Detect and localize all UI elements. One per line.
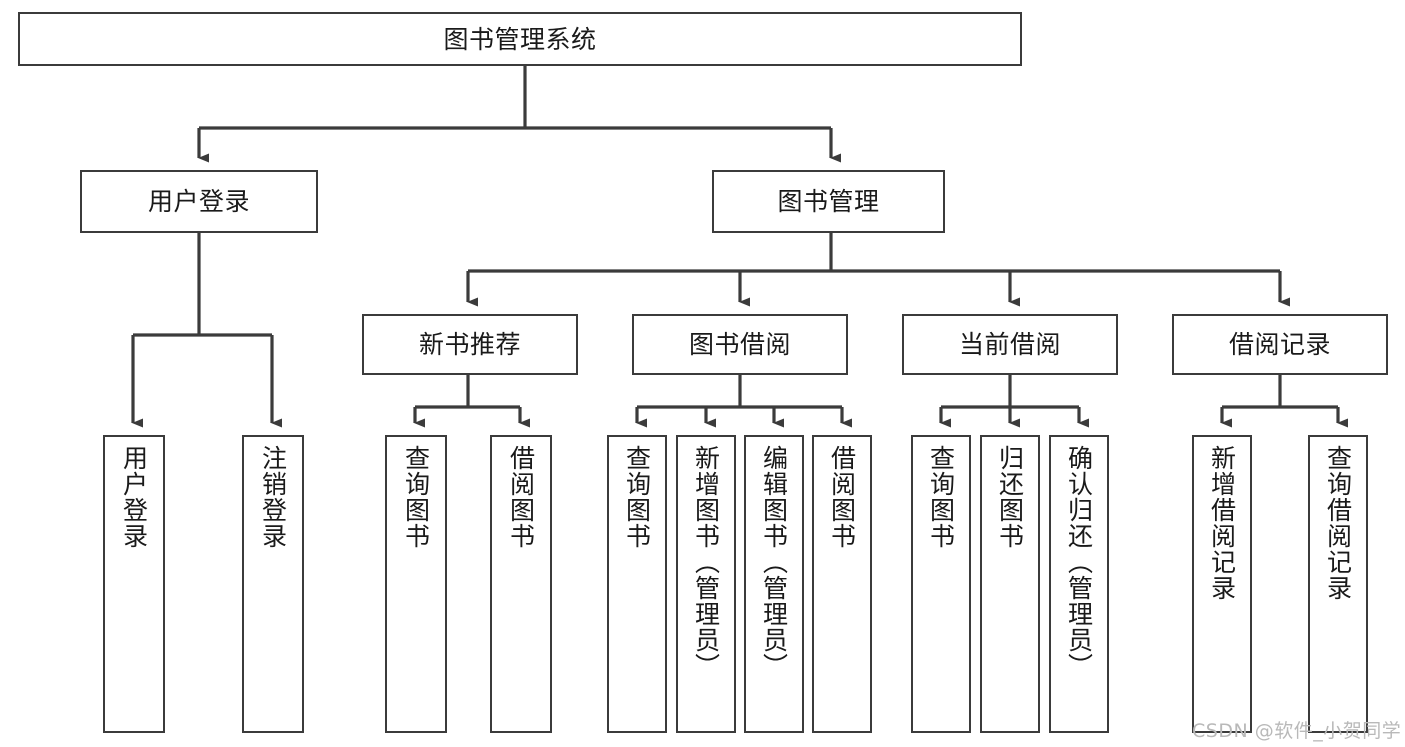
node-leaf-query-book-1-label: 查询图书 bbox=[401, 445, 431, 549]
node-book-manage[interactable]: 图书管理 bbox=[712, 170, 945, 233]
node-leaf-query-book-1[interactable]: 查询图书 bbox=[385, 435, 447, 733]
node-leaf-add-record[interactable]: 新增借阅记录 bbox=[1192, 435, 1252, 733]
node-leaf-borrow-book-1[interactable]: 借阅图书 bbox=[490, 435, 552, 733]
node-borrow-record-label: 借阅记录 bbox=[1228, 330, 1331, 359]
node-root-label: 图书管理系统 bbox=[443, 24, 597, 54]
node-leaf-logout[interactable]: 注销登录 bbox=[242, 435, 304, 733]
node-user-login[interactable]: 用户登录 bbox=[80, 170, 318, 233]
node-book-manage-label: 图书管理 bbox=[777, 187, 880, 216]
node-leaf-query-book-3-label: 查询图书 bbox=[926, 445, 956, 549]
node-leaf-return-book[interactable]: 归还图书 bbox=[980, 435, 1040, 733]
node-current-borrow[interactable]: 当前借阅 bbox=[902, 314, 1118, 375]
node-leaf-query-record-label: 查询借阅记录 bbox=[1323, 445, 1353, 601]
node-new-book-recommend[interactable]: 新书推荐 bbox=[362, 314, 578, 375]
node-leaf-borrow-book-2-label: 借阅图书 bbox=[827, 445, 857, 549]
node-borrow-record[interactable]: 借阅记录 bbox=[1172, 314, 1388, 375]
node-leaf-confirm-return[interactable]: 确认归还（管理员） bbox=[1049, 435, 1109, 733]
csdn-watermark: CSDN @软件_小贺同学 bbox=[1192, 720, 1402, 742]
node-leaf-borrow-book-1-label: 借阅图书 bbox=[506, 445, 536, 549]
node-leaf-confirm-return-label: 确认归还（管理员） bbox=[1064, 445, 1094, 679]
node-leaf-edit-book[interactable]: 编辑图书（管理员） bbox=[744, 435, 804, 733]
node-leaf-add-book-label: 新增图书（管理员） bbox=[691, 445, 721, 679]
node-book-borrow[interactable]: 图书借阅 bbox=[632, 314, 848, 375]
node-leaf-logout-label: 注销登录 bbox=[258, 445, 288, 549]
node-leaf-query-book-2[interactable]: 查询图书 bbox=[607, 435, 667, 733]
node-leaf-user-login[interactable]: 用户登录 bbox=[103, 435, 165, 733]
node-leaf-query-book-3[interactable]: 查询图书 bbox=[911, 435, 971, 733]
node-root[interactable]: 图书管理系统 bbox=[18, 12, 1022, 66]
node-current-borrow-label: 当前借阅 bbox=[958, 330, 1061, 359]
node-leaf-query-record[interactable]: 查询借阅记录 bbox=[1308, 435, 1368, 733]
node-leaf-query-book-2-label: 查询图书 bbox=[622, 445, 652, 549]
node-leaf-edit-book-label: 编辑图书（管理员） bbox=[759, 445, 789, 679]
node-leaf-add-record-label: 新增借阅记录 bbox=[1207, 445, 1237, 601]
node-new-book-recommend-label: 新书推荐 bbox=[418, 330, 521, 359]
node-leaf-return-book-label: 归还图书 bbox=[995, 445, 1025, 549]
node-leaf-user-login-label: 用户登录 bbox=[119, 445, 149, 549]
node-book-borrow-label: 图书借阅 bbox=[688, 330, 791, 359]
node-user-login-label: 用户登录 bbox=[147, 187, 250, 216]
node-leaf-borrow-book-2[interactable]: 借阅图书 bbox=[812, 435, 872, 733]
node-leaf-add-book[interactable]: 新增图书（管理员） bbox=[676, 435, 736, 733]
